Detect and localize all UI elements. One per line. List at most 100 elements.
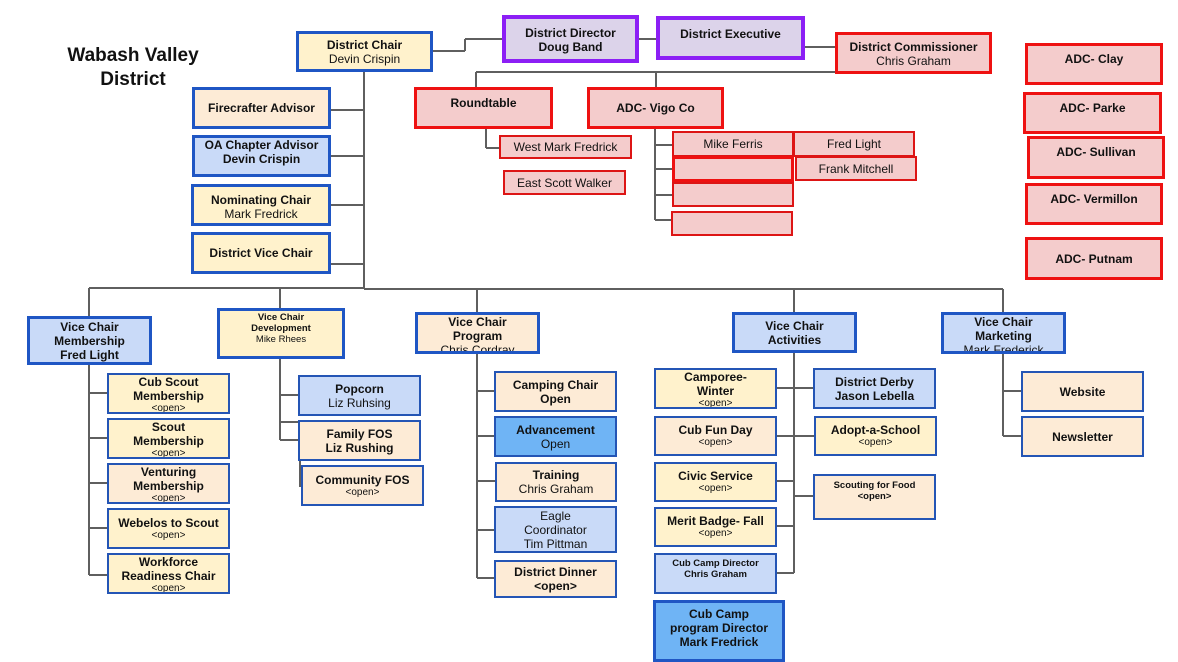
role-label: Cub Camp xyxy=(689,607,749,621)
popcorn-box[interactable]: Popcorn Liz Ruhsing xyxy=(298,375,421,416)
person-name: Open xyxy=(540,391,571,406)
person-name: Doug Band xyxy=(538,40,603,54)
vice-chair-development-box[interactable]: Vice Chair Development Mike Rhees xyxy=(217,308,345,359)
role-label: Vice Chair xyxy=(765,318,824,333)
adc-vermillon-box[interactable]: ADC- Vermillon xyxy=(1025,183,1163,225)
role-label: Advancement xyxy=(516,422,595,437)
role-label: Venturing xyxy=(140,465,197,479)
person-name: <open> xyxy=(698,528,733,539)
role-label: Marketing xyxy=(975,329,1032,343)
role-label: District Chair xyxy=(326,38,403,52)
vigo-member-box[interactable] xyxy=(672,156,794,182)
role-label: Adopt-a-School xyxy=(830,423,921,437)
vice-chair-program-box[interactable]: Vice Chair Program Chris Cordray xyxy=(415,312,540,354)
roundtable-west-box[interactable]: West Mark Fredrick xyxy=(499,135,632,159)
role-label: program Director xyxy=(669,621,769,635)
role-label: Membership xyxy=(54,333,125,348)
oa-chapter-advisor-box[interactable]: OA Chapter Advisor Devin Crispin xyxy=(192,135,331,177)
district-chair-box[interactable]: District Chair Devin Crispin xyxy=(296,31,433,72)
role-label: District Executive xyxy=(680,27,781,41)
vigo-member-box[interactable] xyxy=(671,211,793,236)
scouting-for-food-box[interactable]: Scouting for Food <open> xyxy=(813,474,936,520)
adc-clay-box[interactable]: ADC- Clay xyxy=(1025,43,1163,85)
roundtable-box[interactable]: Roundtable xyxy=(414,87,553,129)
person-name: Jason Lebella xyxy=(834,388,915,403)
nominating-chair-box[interactable]: Nominating Chair Mark Fredrick xyxy=(191,184,331,226)
role-label: Activities xyxy=(767,332,822,347)
vigo-member-box[interactable]: Mike Ferris xyxy=(672,131,794,157)
community-fos-box[interactable]: Community FOS <open> xyxy=(301,465,424,506)
training-box[interactable]: Training Chris Graham xyxy=(495,462,617,502)
website-box[interactable]: Website xyxy=(1021,371,1144,412)
role-label: Popcorn xyxy=(335,381,384,396)
role-label: Scouting for Food xyxy=(833,480,916,491)
role-label: Eagle Coordinator xyxy=(524,508,587,537)
family-fos-box[interactable]: Family FOS Liz Rushing xyxy=(298,420,421,461)
cub-camp-program-director-box[interactable]: Cub Camp program Director Mark Fredrick xyxy=(653,600,785,662)
role-label: Vice Chair xyxy=(257,312,305,323)
vigo-member-box[interactable]: Frank Mitchell xyxy=(795,156,917,181)
role-label: ADC- Clay xyxy=(1064,52,1124,66)
person-name: <open> xyxy=(151,493,186,504)
person-name: <open> xyxy=(151,583,186,594)
role-label: District Commissioner xyxy=(849,40,978,54)
role-label: District Vice Chair xyxy=(209,246,313,260)
role-label: Membership xyxy=(133,479,204,493)
role-label: Camporee- xyxy=(684,370,747,384)
person-name: Mark Fredrick xyxy=(224,207,298,221)
adc-parke-box[interactable]: ADC- Parke xyxy=(1023,92,1162,134)
role-label: Cub Scout xyxy=(138,375,199,389)
advancement-box[interactable]: Advancement Open xyxy=(494,416,617,457)
district-executive-box[interactable]: District Executive xyxy=(656,16,805,60)
district-derby-box[interactable]: District Derby Jason Lebella xyxy=(813,368,936,409)
person-name: <open> xyxy=(151,403,186,414)
role-label: Nominating Chair xyxy=(210,193,311,207)
eagle-coordinator-box[interactable]: Eagle Coordinator Tim Pittman xyxy=(494,506,617,553)
person-name: Mark Fredrick xyxy=(679,635,759,649)
firecrafter-advisor-box[interactable]: Firecrafter Advisor xyxy=(192,87,331,129)
vigo-member-box[interactable]: Fred Light xyxy=(793,131,915,157)
district-commissioner-box[interactable]: District Commissioner Chris Graham xyxy=(835,32,992,74)
role-label: Firecrafter Advisor xyxy=(208,101,315,115)
role-label: ADC- Vigo Co xyxy=(616,101,695,115)
role-label: Membership xyxy=(133,434,204,448)
vice-chair-activities-box[interactable]: Vice Chair Activities xyxy=(732,312,857,353)
person-name: <open> xyxy=(151,448,186,459)
civic-service-box[interactable]: Civic Service <open> xyxy=(654,462,777,502)
webelos-to-scout-box[interactable]: Webelos to Scout <open> xyxy=(107,508,230,549)
merit-badge-fall-box[interactable]: Merit Badge- Fall <open> xyxy=(654,507,777,547)
district-vice-chair-box[interactable]: District Vice Chair xyxy=(191,232,331,274)
adc-putnam-box[interactable]: ADC- Putnam xyxy=(1025,237,1163,280)
camping-chair-box[interactable]: Camping Chair Open xyxy=(494,371,617,412)
person-name: Devin Crispin xyxy=(222,152,301,166)
cub-fun-day-box[interactable]: Cub Fun Day <open> xyxy=(654,416,777,456)
adc-vigo-box[interactable]: ADC- Vigo Co xyxy=(587,87,724,129)
role-label: Website xyxy=(1059,384,1106,399)
venturing-membership-box[interactable]: Venturing Membership <open> xyxy=(107,463,230,504)
cub-camp-director-box[interactable]: Cub Camp Director Chris Graham xyxy=(654,553,777,594)
adopt-a-school-box[interactable]: Adopt-a-School <open> xyxy=(814,416,937,456)
scout-membership-box[interactable]: Scout Membership <open> xyxy=(107,418,230,459)
camporee-winter-box[interactable]: Camporee- Winter <open> xyxy=(654,368,777,409)
person-name: <open> xyxy=(857,491,892,502)
vice-chair-membership-box[interactable]: Vice Chair Membership Fred Light xyxy=(27,316,152,365)
adc-sullivan-box[interactable]: ADC- Sullivan xyxy=(1027,136,1165,179)
person-name: <open> xyxy=(858,437,893,448)
person-name: Fred Light xyxy=(826,137,882,151)
workforce-readiness-box[interactable]: Workforce Readiness Chair <open> xyxy=(107,553,230,594)
roundtable-east-box[interactable]: East Scott Walker xyxy=(503,170,626,195)
district-title-line2: District xyxy=(100,69,166,90)
role-label: Scout xyxy=(151,420,186,434)
vice-chair-marketing-box[interactable]: Vice Chair Marketing Mark Frederick xyxy=(941,312,1066,354)
person-name: Mark Frederick xyxy=(963,343,1044,354)
role-label: Newsletter xyxy=(1052,429,1113,444)
role-label: Readiness Chair xyxy=(121,569,216,583)
person-name: Open xyxy=(540,436,571,451)
cub-scout-membership-box[interactable]: Cub Scout Membership <open> xyxy=(107,373,230,414)
role-label: Family FOS xyxy=(326,426,393,441)
vigo-member-box[interactable] xyxy=(672,182,794,207)
district-dinner-box[interactable]: District Dinner <open> xyxy=(494,560,617,598)
role-label: ADC- Parke xyxy=(1059,101,1126,115)
newsletter-box[interactable]: Newsletter xyxy=(1021,416,1144,457)
district-director-box[interactable]: District Director Doug Band xyxy=(502,15,639,63)
